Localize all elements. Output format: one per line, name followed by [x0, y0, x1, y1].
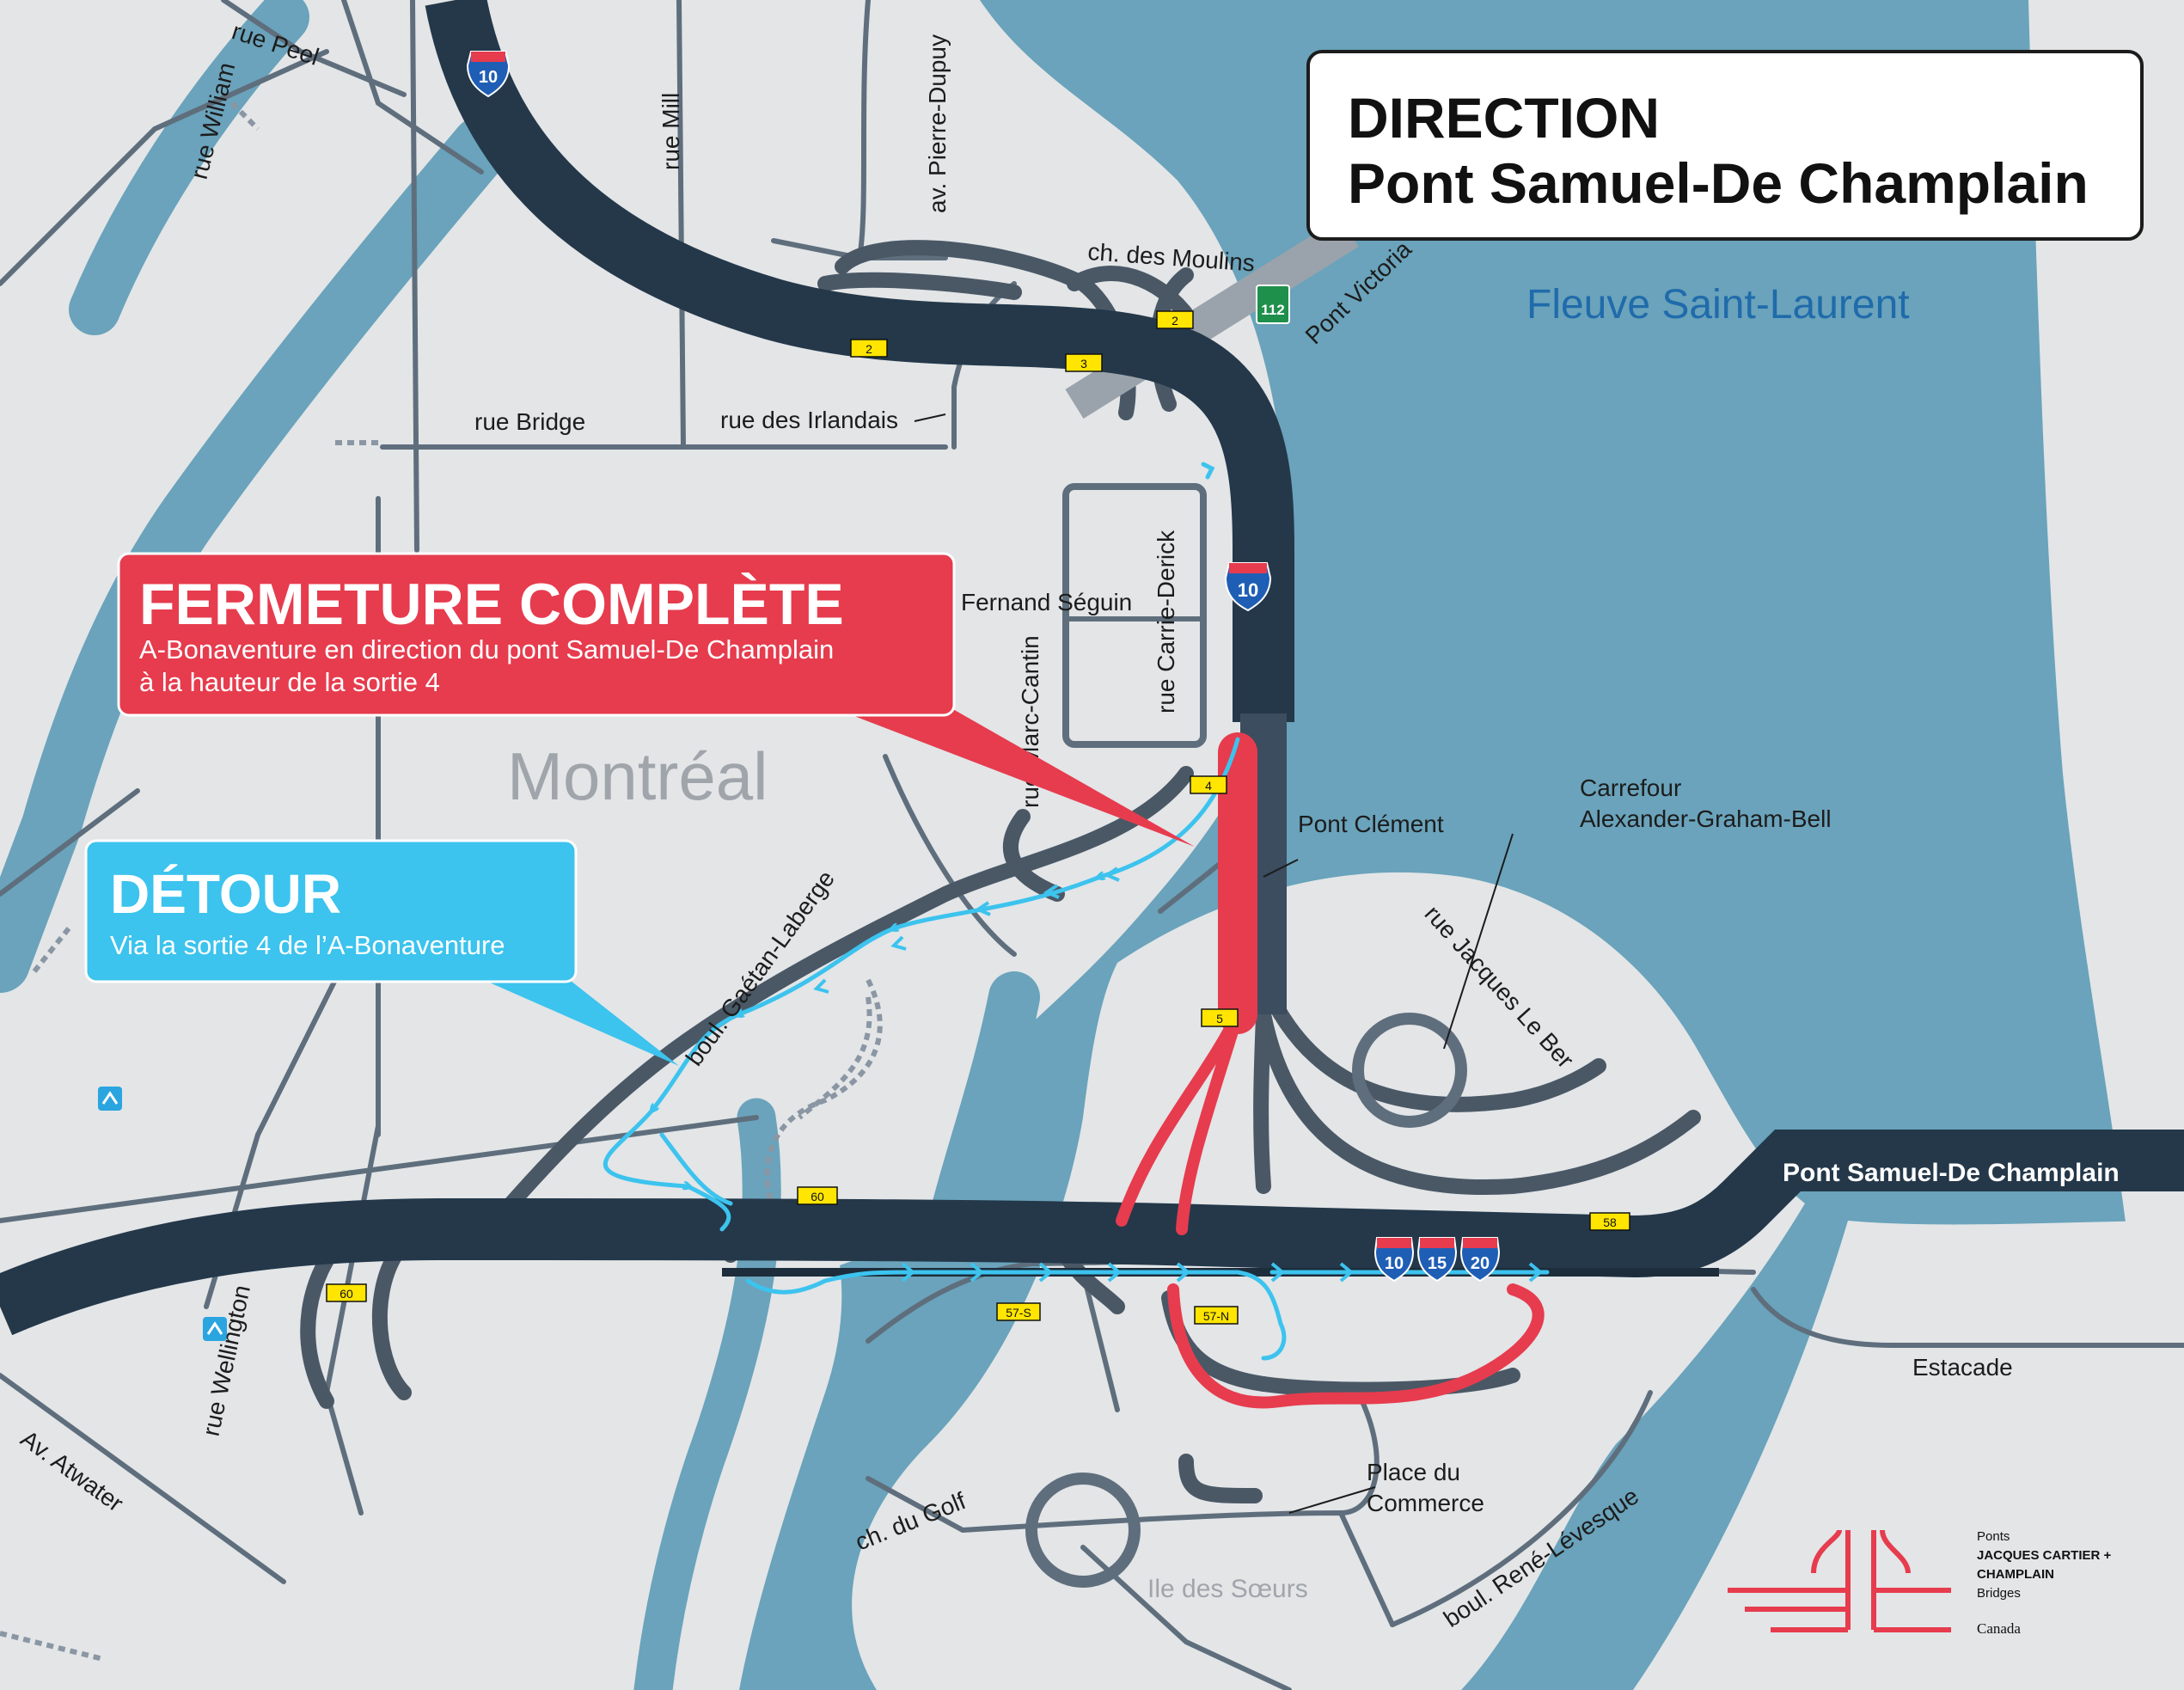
detour-title: DÉTOUR	[110, 863, 341, 925]
land-east-bottom	[1633, 1221, 2184, 1690]
closure-callout: FERMETURE COMPLÈTE A-Bonaventure en dire…	[117, 552, 1195, 847]
svg-text:Commerce: Commerce	[1367, 1490, 1484, 1516]
svg-text:av. Pierre-Dupuy: av. Pierre-Dupuy	[924, 34, 951, 213]
svg-text:JACQUES CARTIER +: JACQUES CARTIER +	[1977, 1548, 2112, 1563]
exit-5: 5	[1201, 1008, 1239, 1027]
svg-text:10: 10	[1238, 579, 1258, 601]
svg-text:rue Carrie-Derick: rue Carrie-Derick	[1153, 530, 1179, 713]
svg-text:5: 5	[1216, 1012, 1223, 1026]
direction-box: DIRECTION Pont Samuel-De Champlain	[1306, 50, 2144, 241]
pont-victoria	[1065, 217, 1359, 419]
leader-lines	[914, 413, 1514, 1514]
svg-text:2: 2	[1172, 314, 1178, 328]
exit-4: 4	[1190, 775, 1227, 794]
svg-text:rue Mill: rue Mill	[658, 93, 684, 170]
block-fernand-seguin	[1062, 483, 1207, 748]
svg-text:10: 10	[479, 68, 498, 87]
metro-icon	[203, 1317, 227, 1341]
canal-lachine	[69, 0, 309, 335]
metro-icon	[98, 1087, 122, 1111]
svg-text:Canada: Canada	[1977, 1620, 2021, 1637]
exit-57-n: 57-N	[1194, 1306, 1239, 1325]
exit-3: 3	[1065, 353, 1103, 372]
shield-i10-mid-icon: 10	[1224, 562, 1272, 612]
svg-text:Carrefour: Carrefour	[1580, 775, 1681, 801]
land-east-strip	[2028, 0, 2184, 1272]
svg-text:Pont Samuel-De Champlain: Pont Samuel-De Champlain	[1783, 1159, 2120, 1187]
canal-aqueduc	[0, 116, 511, 993]
exit-60-south: 60	[326, 1283, 367, 1302]
svg-text:15: 15	[1428, 1254, 1447, 1273]
closure-line1: A-Bonaventure en direction du pont Samue…	[139, 634, 834, 664]
island-label: Ile des Sœurs	[1147, 1575, 1308, 1603]
svg-text:Ponts: Ponts	[1977, 1529, 2010, 1544]
svg-text:CHAMPLAIN: CHAMPLAIN	[1977, 1567, 2054, 1582]
jacques-cartier-champlain-logo: Ponts JACQUES CARTIER + CHAMPLAIN Bridge…	[1728, 1529, 2112, 1637]
svg-text:60: 60	[340, 1287, 353, 1301]
svg-text:3: 3	[1080, 357, 1087, 370]
svg-text:Alexander-Graham-Bell: Alexander-Graham-Bell	[1580, 805, 1832, 832]
svg-text:Place du: Place du	[1367, 1459, 1460, 1485]
shield-i10-icon: 10	[1373, 1237, 1415, 1283]
svg-text:60: 60	[811, 1190, 824, 1203]
svg-text:Bridges: Bridges	[1977, 1586, 2021, 1601]
closure-line2: à la hauteur de la sortie 4	[139, 667, 440, 697]
svg-text:Estacade: Estacade	[1912, 1354, 2013, 1381]
direction-destination: Pont Samuel-De Champlain	[1348, 151, 2089, 215]
exit-2-east: 2	[1156, 310, 1194, 329]
detour-callout: DÉTOUR Via la sortie 4 de l’A-Bonaventur…	[84, 839, 679, 1066]
svg-text:57-S: 57-S	[1006, 1306, 1031, 1320]
exit-58: 58	[1589, 1212, 1630, 1231]
exit-2-west: 2	[850, 339, 888, 358]
svg-text:4: 4	[1205, 779, 1212, 793]
svg-text:58: 58	[1603, 1215, 1617, 1229]
exit-60-north: 60	[797, 1186, 838, 1205]
shield-i15-icon: 15	[1416, 1237, 1458, 1283]
svg-text:10: 10	[1385, 1254, 1404, 1273]
detour-line1: Via la sortie 4 de l’A-Bonaventure	[110, 930, 505, 960]
shield-route-112-icon: 112	[1256, 285, 1290, 324]
shield-i10-top-icon: 10	[466, 51, 511, 98]
closure-route	[1116, 732, 1545, 1409]
svg-text:Pont Clément: Pont Clément	[1298, 811, 1444, 837]
direction-title: DIRECTION	[1348, 86, 1660, 150]
svg-text:rue des Irlandais: rue des Irlandais	[720, 407, 898, 433]
detour-arrows	[813, 866, 1544, 1283]
city-label: Montréal	[507, 738, 768, 814]
svg-text:rue Bridge: rue Bridge	[474, 408, 585, 435]
svg-text:112: 112	[1261, 302, 1284, 318]
chevron-arrow-icon	[1201, 462, 1215, 480]
shield-i20-icon: 20	[1459, 1237, 1501, 1283]
highway-a10	[425, 0, 1294, 722]
river-label: Fleuve Saint-Laurent	[1526, 282, 1910, 328]
svg-text:57-N: 57-N	[1203, 1309, 1229, 1323]
roundabout-ile-des-soeurs	[1025, 1473, 1141, 1588]
exit-57-s: 57-S	[996, 1302, 1041, 1321]
svg-text:20: 20	[1471, 1254, 1490, 1273]
highway-a15	[0, 1130, 2184, 1336]
closure-title: FERMETURE COMPLÈTE	[139, 572, 844, 637]
svg-text:Fernand Séguin: Fernand Séguin	[961, 589, 1132, 615]
svg-text:2: 2	[866, 342, 872, 356]
exit-tags: 2 2 3 4 5 60 60 57-S 57-N 58	[326, 310, 1630, 1325]
roundabout-graham-bell	[1352, 1013, 1467, 1128]
